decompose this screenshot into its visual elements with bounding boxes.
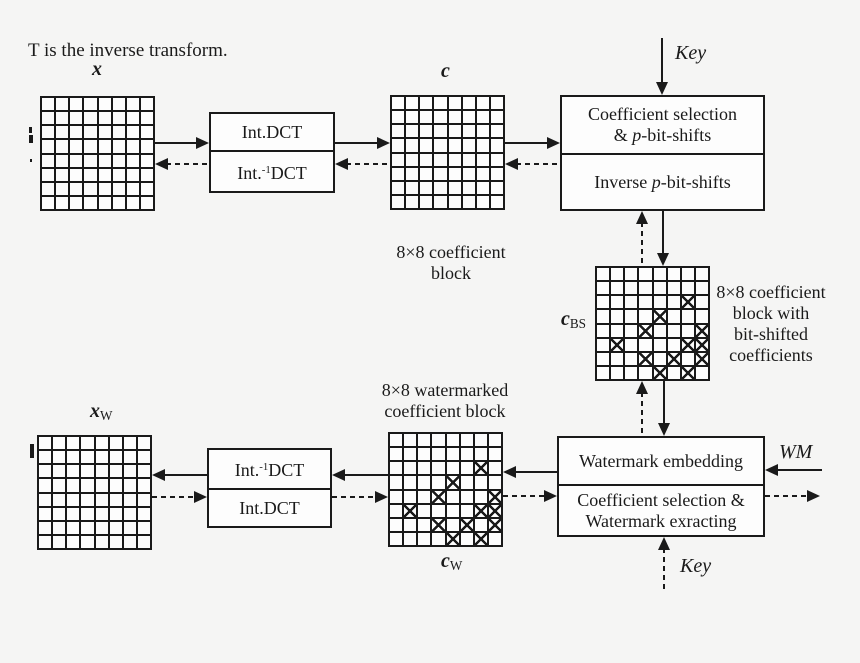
box-int-dct-bottom: Int.-1DCT Int.DCT [207, 448, 332, 528]
label-c-bs: cBS [561, 308, 587, 331]
int-dct-bottom: Int.DCT [209, 488, 330, 526]
coefficient-x-mark [488, 518, 501, 531]
coefficient-x-mark [681, 366, 694, 379]
coefficient-x-mark [460, 518, 473, 531]
coefficient-x-mark [681, 296, 694, 309]
watermark-embedding: Watermark embedding [579, 450, 743, 471]
grid-x [40, 96, 155, 211]
coefficient-x-mark [681, 338, 694, 351]
inverse-p-bit-shifts: Inverse p-bit-shifts [562, 153, 763, 209]
grid-c [390, 95, 505, 210]
coefficient-x-mark [653, 366, 666, 379]
coefficient-x-mark [404, 504, 417, 517]
crop-artifact-top-left-b [29, 135, 33, 143]
grid-c-bs [595, 266, 710, 381]
coefficient-x-mark [474, 532, 487, 545]
coefficient-x-mark [695, 324, 708, 337]
coefficient-x-mark [639, 324, 652, 337]
grid-c-w [388, 432, 503, 547]
label-x-w: xW [90, 400, 113, 423]
coefficient-x-mark [667, 352, 680, 365]
coefficient-x-mark [432, 490, 445, 503]
crop-artifact-top-left-a [29, 127, 32, 133]
coefficient-selection-watermark-exracting: Coefficient selection &Watermark exracti… [559, 484, 763, 535]
int-dct-forward: Int.DCT [241, 121, 303, 142]
label-key-bottom: Key [680, 555, 712, 577]
coefficient-x-mark [639, 352, 652, 365]
crop-artifact-top-left-c [30, 159, 32, 162]
coefficient-x-mark [446, 532, 459, 545]
coefficient-x-mark [474, 462, 487, 475]
box-int-dct-top: Int.DCT Int.-1DCT [209, 112, 335, 193]
coefficient-x-mark [432, 518, 445, 531]
coefficient-x-mark [488, 504, 501, 517]
coefficient-selection-p-bit-shifts: Coefficient selection& p-bit-shifts [587, 104, 738, 145]
crop-artifact-bottom-left [30, 444, 34, 458]
int-inverse-dct-bottom: Int.-1DCT [234, 460, 305, 481]
coefficient-x-mark [653, 310, 666, 323]
coefficient-x-mark [611, 338, 624, 351]
label-x: x [92, 58, 102, 80]
coefficient-x-mark [695, 338, 708, 351]
label-key-top: Key [675, 42, 707, 64]
label-wm: WM [779, 441, 813, 463]
coefficient-x-mark [446, 476, 459, 489]
label-c: c [441, 60, 450, 82]
int-inverse-dct: Int.-1DCT [211, 150, 333, 191]
label-c-w: cW [441, 550, 463, 573]
coefficient-x-mark [488, 490, 501, 503]
coefficient-x-mark [474, 504, 487, 517]
coefficient-x-mark [695, 352, 708, 365]
grid-x-w [37, 435, 152, 550]
note-inverse-transform: T is the inverse transform. [28, 40, 228, 61]
